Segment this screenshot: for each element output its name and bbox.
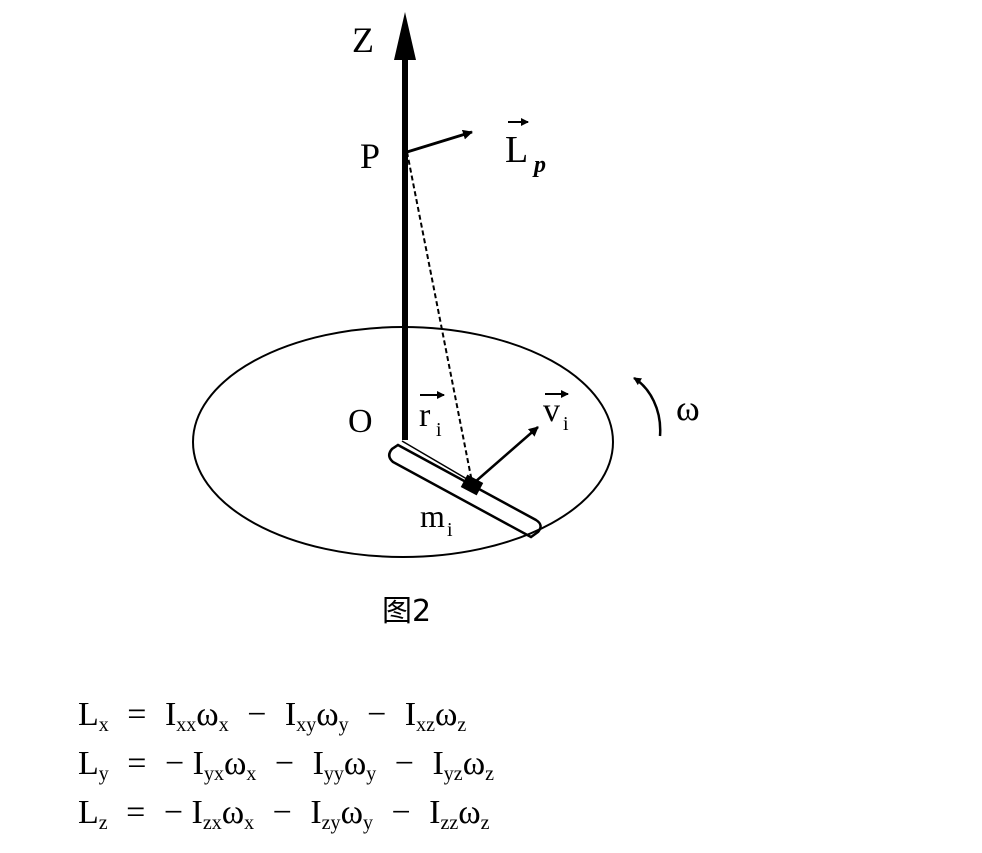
eq-lhs: Lz (78, 794, 108, 834)
eq-equals: = (126, 794, 146, 831)
point-p-label: P (360, 136, 380, 176)
momentum-label: L p (505, 118, 546, 178)
eq-term-1: Ixxωx (164, 696, 229, 736)
eq-lhs: Ly (78, 745, 109, 785)
eq-equals: = (127, 745, 147, 782)
velocity-vector (474, 426, 539, 483)
velocity-label-letter: v (543, 392, 560, 429)
radius-label: r i (419, 391, 445, 441)
velocity-label-subscript: i (563, 413, 569, 435)
figure-caption: 图2 (382, 594, 432, 629)
eq-term-1: Izxωx (191, 794, 255, 834)
rod (388, 443, 542, 539)
eq-equals: = (127, 696, 147, 733)
velocity-label: v i (543, 390, 569, 435)
eq-lhs: Lx (78, 696, 109, 736)
eq-op-2: − (367, 696, 387, 733)
mass-label-letter: m (420, 498, 445, 534)
mass-element (460, 474, 484, 496)
mass-label-subscript: i (447, 519, 453, 541)
eq-term-3: Iyzωz (432, 745, 494, 785)
radius-vector (401, 440, 473, 483)
p-to-mass-dashed-line (406, 151, 473, 483)
rotation-arrow (633, 376, 662, 437)
mass-label: m i (420, 498, 453, 541)
momentum-vector (406, 129, 473, 154)
z-axis-label: Z (352, 20, 374, 60)
radius-label-letter: r (419, 397, 431, 434)
eq-op-1: − (274, 745, 295, 782)
z-axis-arrowhead (394, 12, 416, 60)
angular-momentum-equations: Lx = Ixxωx − Ixyωy − Ixzωz Ly = − Iyxωx … (78, 690, 494, 837)
eq-op-1: − (272, 794, 292, 831)
eq-op-1: − (247, 696, 267, 733)
eq-term-3: Izzωz (429, 794, 490, 834)
eq-op-2: − (391, 794, 411, 831)
equation-row: Lz = − Izxωx − Izyωy − Izzωz (78, 788, 494, 837)
eq-leading-sign: − (164, 745, 185, 782)
eq-op-2: − (394, 745, 414, 782)
momentum-label-letter: L (505, 129, 528, 171)
eq-term-1: Iyxωx (192, 745, 257, 785)
eq-term-3: Ixzωz (404, 696, 467, 736)
eq-term-2: Ixyωy (284, 696, 349, 736)
eq-leading-sign: − (163, 794, 184, 831)
radius-label-subscript: i (436, 419, 442, 441)
equation-row: Ly = − Iyxωx − Iyyωy − Iyzωz (78, 739, 494, 788)
origin-label: O (348, 403, 373, 440)
eq-term-2: Iyyωy (312, 745, 377, 785)
omega-label: ω (676, 388, 700, 428)
eq-term-2: Izyωy (310, 794, 373, 834)
equation-row: Lx = Ixxωx − Ixyωy − Ixzωz (78, 690, 494, 739)
momentum-label-subscript: p (532, 152, 546, 178)
